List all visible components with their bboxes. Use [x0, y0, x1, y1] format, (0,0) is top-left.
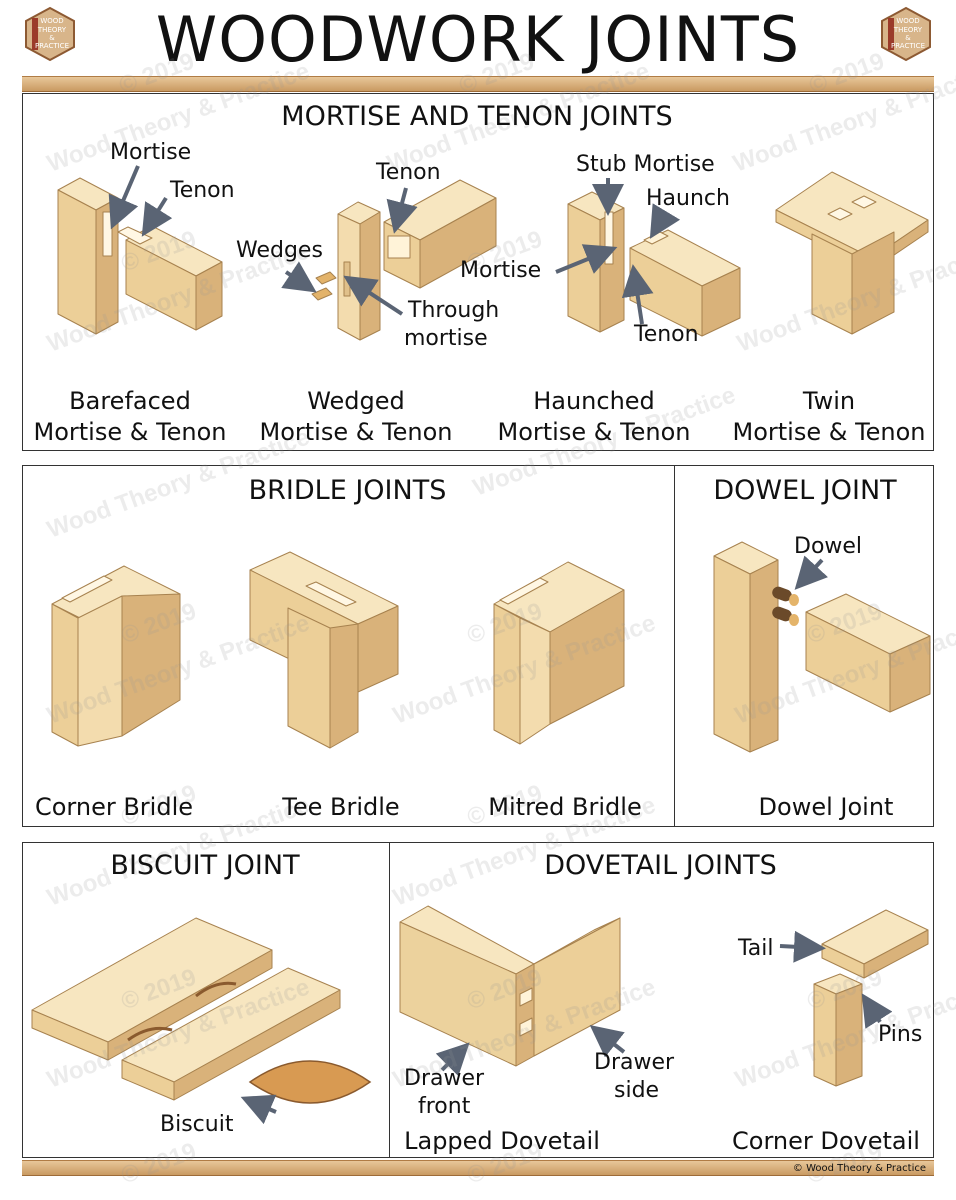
label-dowel: Dowel: [794, 534, 863, 559]
label-stub-mortise: Stub Mortise: [576, 152, 715, 177]
caption-line-1: Wedged: [307, 387, 405, 415]
copyright: © Wood Theory & Practice: [792, 1163, 926, 1174]
bridle-title: BRIDLE JOINTS: [248, 475, 447, 506]
logo-right: WOOD THEORY & PRACTICE: [878, 6, 934, 62]
biscuit-board-bottom: [121, 967, 341, 1101]
label-drawer-front-2: front: [418, 1094, 471, 1119]
logo-text-1: WOOD: [40, 17, 63, 25]
logo-text-4: PRACTICE: [891, 42, 925, 50]
corner-bridle-joint: [51, 565, 181, 747]
dowel-post: [713, 541, 779, 753]
wedged-rail: [383, 179, 497, 289]
label-tail: Tail: [738, 936, 774, 961]
corner-dovetail-pins: [813, 973, 863, 1087]
haunched-rail: [629, 229, 741, 337]
dovetail-title: DOVETAIL JOINTS: [544, 850, 777, 881]
dowel-title: DOWEL JOINT: [713, 475, 897, 506]
lapped-dovetail-joint: [399, 905, 621, 1067]
caption-line-2: Mortise & Tenon: [732, 418, 926, 446]
panel-mortise-tenon: [22, 93, 934, 451]
bottom-wood-bar: [22, 1160, 934, 1176]
label-tenon-barefaced: Tenon: [170, 178, 235, 203]
dowel-rail: [805, 593, 931, 713]
caption-lapped-dovetail: Lapped Dovetail: [404, 1127, 600, 1155]
label-through-mortise: mortise: [404, 326, 488, 351]
tee-bridle-joint: [249, 551, 399, 749]
label-arrows: [108, 165, 893, 1125]
page-title: WOODWORK JOINTS: [155, 3, 801, 76]
twin-leg: [811, 231, 895, 335]
mortise-tenon-title: MORTISE AND TENON JOINTS: [281, 101, 673, 132]
caption-line-1: Twin: [802, 387, 856, 415]
panel-dovetail: [389, 842, 934, 1158]
label-tenon-haunched: Tenon: [634, 322, 699, 347]
label-pins: Pins: [878, 1022, 923, 1047]
caption-line-2: Mortise & Tenon: [259, 418, 453, 446]
label-haunch: Haunch: [646, 186, 730, 211]
caption-line-1: Barefaced: [69, 387, 191, 415]
panel-dowel: [674, 465, 934, 827]
biscuit-title: BISCUIT JOINT: [110, 850, 300, 881]
label-mortise-barefaced: Mortise: [110, 140, 192, 165]
caption-corner-bridle: Corner Bridle: [34, 793, 194, 821]
logo-text-3: &: [49, 34, 55, 42]
caption-line-2: Mortise & Tenon: [497, 418, 691, 446]
logo-text-3: &: [905, 34, 911, 42]
label-wedges: Wedges: [236, 238, 323, 263]
top-wood-bar: [22, 76, 934, 92]
label-mortise-haunched: Mortise: [460, 258, 542, 283]
barefaced-rail: [117, 225, 223, 331]
logo-text-2: THEORY: [37, 26, 67, 34]
caption-corner-dovetail: Corner Dovetail: [732, 1127, 920, 1155]
dowel-pegs: [772, 586, 799, 626]
label-drawer-side-1: Drawer: [594, 1050, 675, 1075]
mitred-bridle-joint: [493, 561, 625, 745]
caption-tee-bridle: Tee Bridle: [282, 793, 400, 821]
label-drawer-front-1: Drawer: [404, 1066, 485, 1091]
caption-line-1: Haunched: [533, 387, 655, 415]
logo-text-4: PRACTICE: [35, 42, 69, 50]
corner-dovetail-tail: [821, 909, 929, 979]
wedged-post: [337, 201, 381, 341]
caption-mitred-bridle: Mitred Bridle: [488, 793, 642, 821]
logo-text-1: WOOD: [896, 17, 919, 25]
biscuit-board-top: [31, 917, 273, 1061]
logo-text-2: THEORY: [893, 26, 923, 34]
caption-line-2: Mortise & Tenon: [33, 418, 227, 446]
wedges: [311, 271, 337, 301]
label-tenon-wedged: Tenon: [376, 160, 441, 185]
label-drawer-side-2: side: [614, 1078, 660, 1103]
logo-left: WOOD THEORY & PRACTICE: [22, 6, 78, 62]
barefaced-post: [57, 177, 119, 335]
label-biscuit: Biscuit: [160, 1112, 234, 1137]
caption-dowel-joint: Dowel Joint: [758, 793, 894, 821]
label-through: Through: [408, 298, 500, 323]
biscuit-wafer: [127, 981, 372, 1104]
